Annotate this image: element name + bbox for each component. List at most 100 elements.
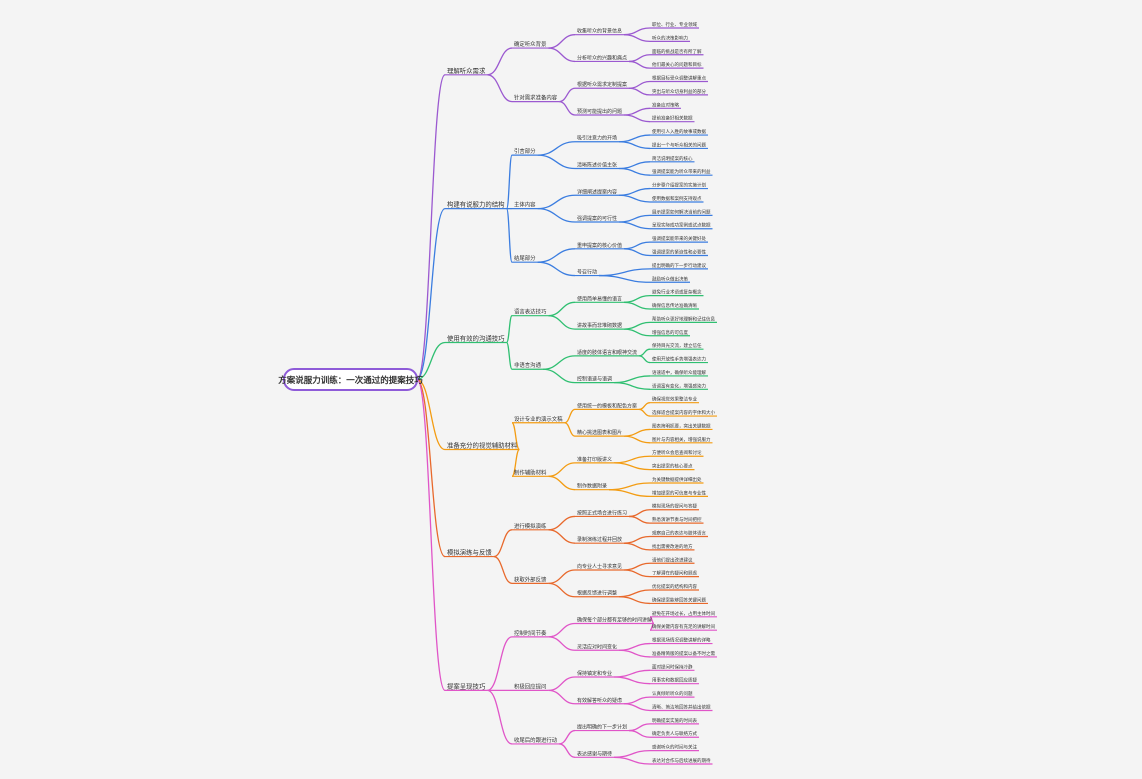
root-node[interactable]: 方案说服力训练：一次通过的提案技巧 (278, 368, 423, 391)
detail-node[interactable]: 了解潜在的疑问和顾虑 (650, 570, 699, 578)
detail-node[interactable]: 保持目光交流，建立信任 (650, 342, 704, 350)
sub-topic-node[interactable]: 有效解答听众的疑虑 (575, 697, 624, 705)
topic-node[interactable]: 针对需求准备内容 (512, 94, 560, 103)
topic-node[interactable]: 积极回应提问 (512, 682, 549, 692)
detail-node[interactable]: 确保关键内容有充足的讲解时间 (650, 623, 717, 631)
detail-node[interactable]: 选择适合提案内容的字体和大小 (650, 409, 717, 417)
detail-node[interactable]: 面临的挑战是否有所了解 (650, 48, 704, 56)
sub-topic-node[interactable]: 根据听众需求定制提案 (575, 81, 629, 89)
detail-node[interactable]: 图表简明扼要，突出关键数据 (650, 422, 713, 431)
detail-node[interactable]: 根据目标受众调整讲解重点 (650, 75, 708, 83)
sub-topic-node[interactable]: 预测可能提出的问题 (575, 108, 624, 116)
detail-node[interactable]: 观察自己的表达与肢体语言 (650, 530, 708, 538)
detail-node[interactable]: 职位、行业、专业领域 (650, 21, 699, 29)
sub-topic-node[interactable]: 使用简单易懂的语言 (575, 295, 624, 303)
detail-node[interactable]: 面对提问时保持冷静 (650, 663, 695, 671)
topic-node[interactable]: 制作辅助材料 (512, 468, 549, 477)
topic-node[interactable]: 控制时间节奏 (512, 629, 549, 638)
topic-node[interactable]: 设计专业的演示文稿 (512, 415, 565, 424)
detail-node[interactable]: 提出明确的下一步行动建议 (650, 262, 708, 270)
branch-node[interactable]: 使用有效的沟通技巧 (445, 333, 507, 344)
detail-node[interactable]: 使用引人入胜的故事或数据 (650, 128, 708, 136)
detail-node[interactable]: 强调提案的紧迫性和必要性 (650, 248, 708, 257)
sub-topic-node[interactable]: 根据反馈进行调整 (575, 590, 619, 598)
topic-node[interactable]: 进行模拟演练 (512, 522, 549, 531)
detail-node[interactable]: 清晰、简洁地回答并给出依据 (650, 703, 713, 712)
detail-node[interactable]: 分步骤介绍提案的实施计划 (650, 182, 708, 190)
sub-topic-node[interactable]: 适度的肢体语言和眼神交流 (575, 349, 639, 357)
detail-node[interactable]: 优化提案的结构和内容 (650, 583, 699, 591)
detail-node[interactable]: 突出与听众切身利益的部分 (650, 88, 708, 96)
detail-node[interactable]: 用事实和数据回应质疑 (650, 677, 699, 685)
detail-node[interactable]: 增强信息的可信度 (650, 329, 690, 337)
detail-node[interactable]: 表达对合作与后续进展的期待 (650, 757, 713, 765)
detail-node[interactable]: 强调提案能带来的关键好处 (650, 235, 708, 243)
branch-node[interactable]: 提案呈现技巧 (445, 681, 488, 692)
detail-node[interactable]: 为关键数据提供详细出处 (650, 476, 704, 484)
branch-node[interactable]: 准备充分的视觉辅助材料 (445, 441, 520, 451)
detail-node[interactable]: 鼓励听众做出决策 (650, 275, 690, 283)
sub-topic-node[interactable]: 详细阐述提案内容 (575, 188, 619, 196)
branch-node[interactable]: 理解听众需求 (445, 66, 488, 76)
detail-node[interactable]: 根据现场情况调整讲解的详略 (650, 637, 713, 645)
sub-topic-node[interactable]: 控制语速与语调 (575, 376, 614, 384)
detail-node[interactable]: 准备应对策略 (650, 101, 681, 109)
detail-node[interactable]: 语速适中，确保听众能理解 (650, 369, 708, 377)
topic-node[interactable]: 语言表达技巧 (512, 308, 549, 317)
detail-node[interactable]: 确定负责人与联络方式 (650, 730, 699, 738)
branch-node[interactable]: 模拟演练与反馈 (445, 548, 494, 558)
topic-node[interactable]: 主体内容 (512, 201, 538, 210)
sub-topic-node[interactable]: 清晰陈述价值主张 (575, 162, 619, 170)
detail-node[interactable]: 感谢听众的时间与关注 (650, 744, 699, 752)
topic-node[interactable]: 收尾后的跟进行动 (512, 736, 560, 745)
detail-node[interactable]: 确保提案能够回答关键问题 (650, 596, 708, 605)
detail-node[interactable]: 提出一个与听众相关的问题 (650, 141, 708, 150)
sub-topic-node[interactable]: 向专业人士寻求意见 (575, 563, 624, 571)
detail-node[interactable]: 突出提案的核心要点 (650, 463, 695, 471)
detail-node[interactable]: 展示提案如何解决当前的问题 (650, 208, 713, 216)
sub-topic-node[interactable]: 号召行动 (575, 269, 599, 277)
sub-topic-node[interactable]: 分析听众的兴趣和痛点 (575, 54, 629, 63)
detail-node[interactable]: 熟悉演讲节奏与时间把控 (650, 516, 704, 524)
detail-node[interactable]: 认真倾听听众的问题 (650, 690, 695, 698)
detail-node[interactable]: 方便听众会后查阅和讨论 (650, 449, 704, 457)
sub-topic-node[interactable]: 制作数据附录 (575, 483, 609, 491)
topic-node[interactable]: 获取外部反馈 (512, 575, 549, 584)
detail-node[interactable]: 避免在开场过长，占用主体时间 (650, 610, 717, 618)
detail-node[interactable]: 听众的决策影响力 (650, 34, 690, 42)
detail-node[interactable]: 确保信息传达准确清晰 (650, 302, 699, 310)
sub-topic-node[interactable]: 收集听众的背景信息 (575, 28, 624, 36)
detail-node[interactable]: 他们最关心的问题和目标 (650, 61, 704, 69)
sub-topic-node[interactable]: 提出明确的下一步计划 (575, 724, 629, 732)
detail-node[interactable]: 图片与内容相关，增强说服力 (650, 436, 713, 444)
detail-node[interactable]: 简洁说明提案的核心 (650, 155, 695, 163)
sub-topic-node[interactable]: 准备打印版讲义 (575, 456, 614, 464)
detail-node[interactable]: 使用数据和案例支持观点 (650, 195, 704, 203)
topic-node[interactable]: 引言部分 (512, 147, 538, 156)
sub-topic-node[interactable]: 确保每个部分都有足够的时间讲解 (575, 616, 654, 625)
sub-topic-node[interactable]: 讲故事而非堆砌数据 (575, 322, 624, 330)
detail-node[interactable]: 确保视觉效果整洁专业 (650, 396, 699, 404)
detail-node[interactable]: 语调富有变化，增强感染力 (650, 382, 708, 390)
topic-node[interactable]: 确定听众背景 (512, 40, 549, 49)
detail-node[interactable]: 准备精简版的提案以备不时之需 (650, 650, 717, 658)
detail-node[interactable]: 提前准备好相关数据 (650, 115, 695, 123)
detail-node[interactable]: 增加提案的可信度与专业性 (650, 489, 708, 497)
detail-node[interactable]: 请他们提出改进建议 (650, 556, 695, 564)
topic-node[interactable]: 结尾部分 (512, 254, 538, 263)
sub-topic-node[interactable]: 表达感谢与期待 (575, 750, 614, 758)
detail-node[interactable]: 强调提案能为听众带来的利益 (650, 168, 713, 176)
sub-topic-node[interactable]: 灵活应对时间变化 (575, 643, 619, 651)
sub-topic-node[interactable]: 吸引注意力的开场 (575, 135, 619, 143)
sub-topic-node[interactable]: 重申提案的核心价值 (575, 242, 624, 250)
detail-node[interactable]: 找出需要改进的地方 (650, 543, 695, 551)
detail-node[interactable]: 帮助听众更好地理解和记住信息 (650, 315, 717, 323)
sub-topic-node[interactable]: 按照正式场合进行练习 (575, 509, 629, 518)
detail-node[interactable]: 模拟现场的提问与答疑 (650, 503, 699, 511)
detail-node[interactable]: 避免行业术语或复杂概念 (650, 289, 704, 297)
detail-node[interactable]: 呈现实际成功案例或试点数据 (650, 222, 713, 230)
topic-node[interactable]: 非语言沟通 (512, 361, 543, 370)
detail-node[interactable]: 明确提案实施的时间表 (650, 717, 699, 725)
sub-topic-node[interactable]: 强调提案的可行性 (575, 215, 619, 223)
sub-topic-node[interactable]: 使用统一的模板和配色方案 (575, 402, 639, 410)
